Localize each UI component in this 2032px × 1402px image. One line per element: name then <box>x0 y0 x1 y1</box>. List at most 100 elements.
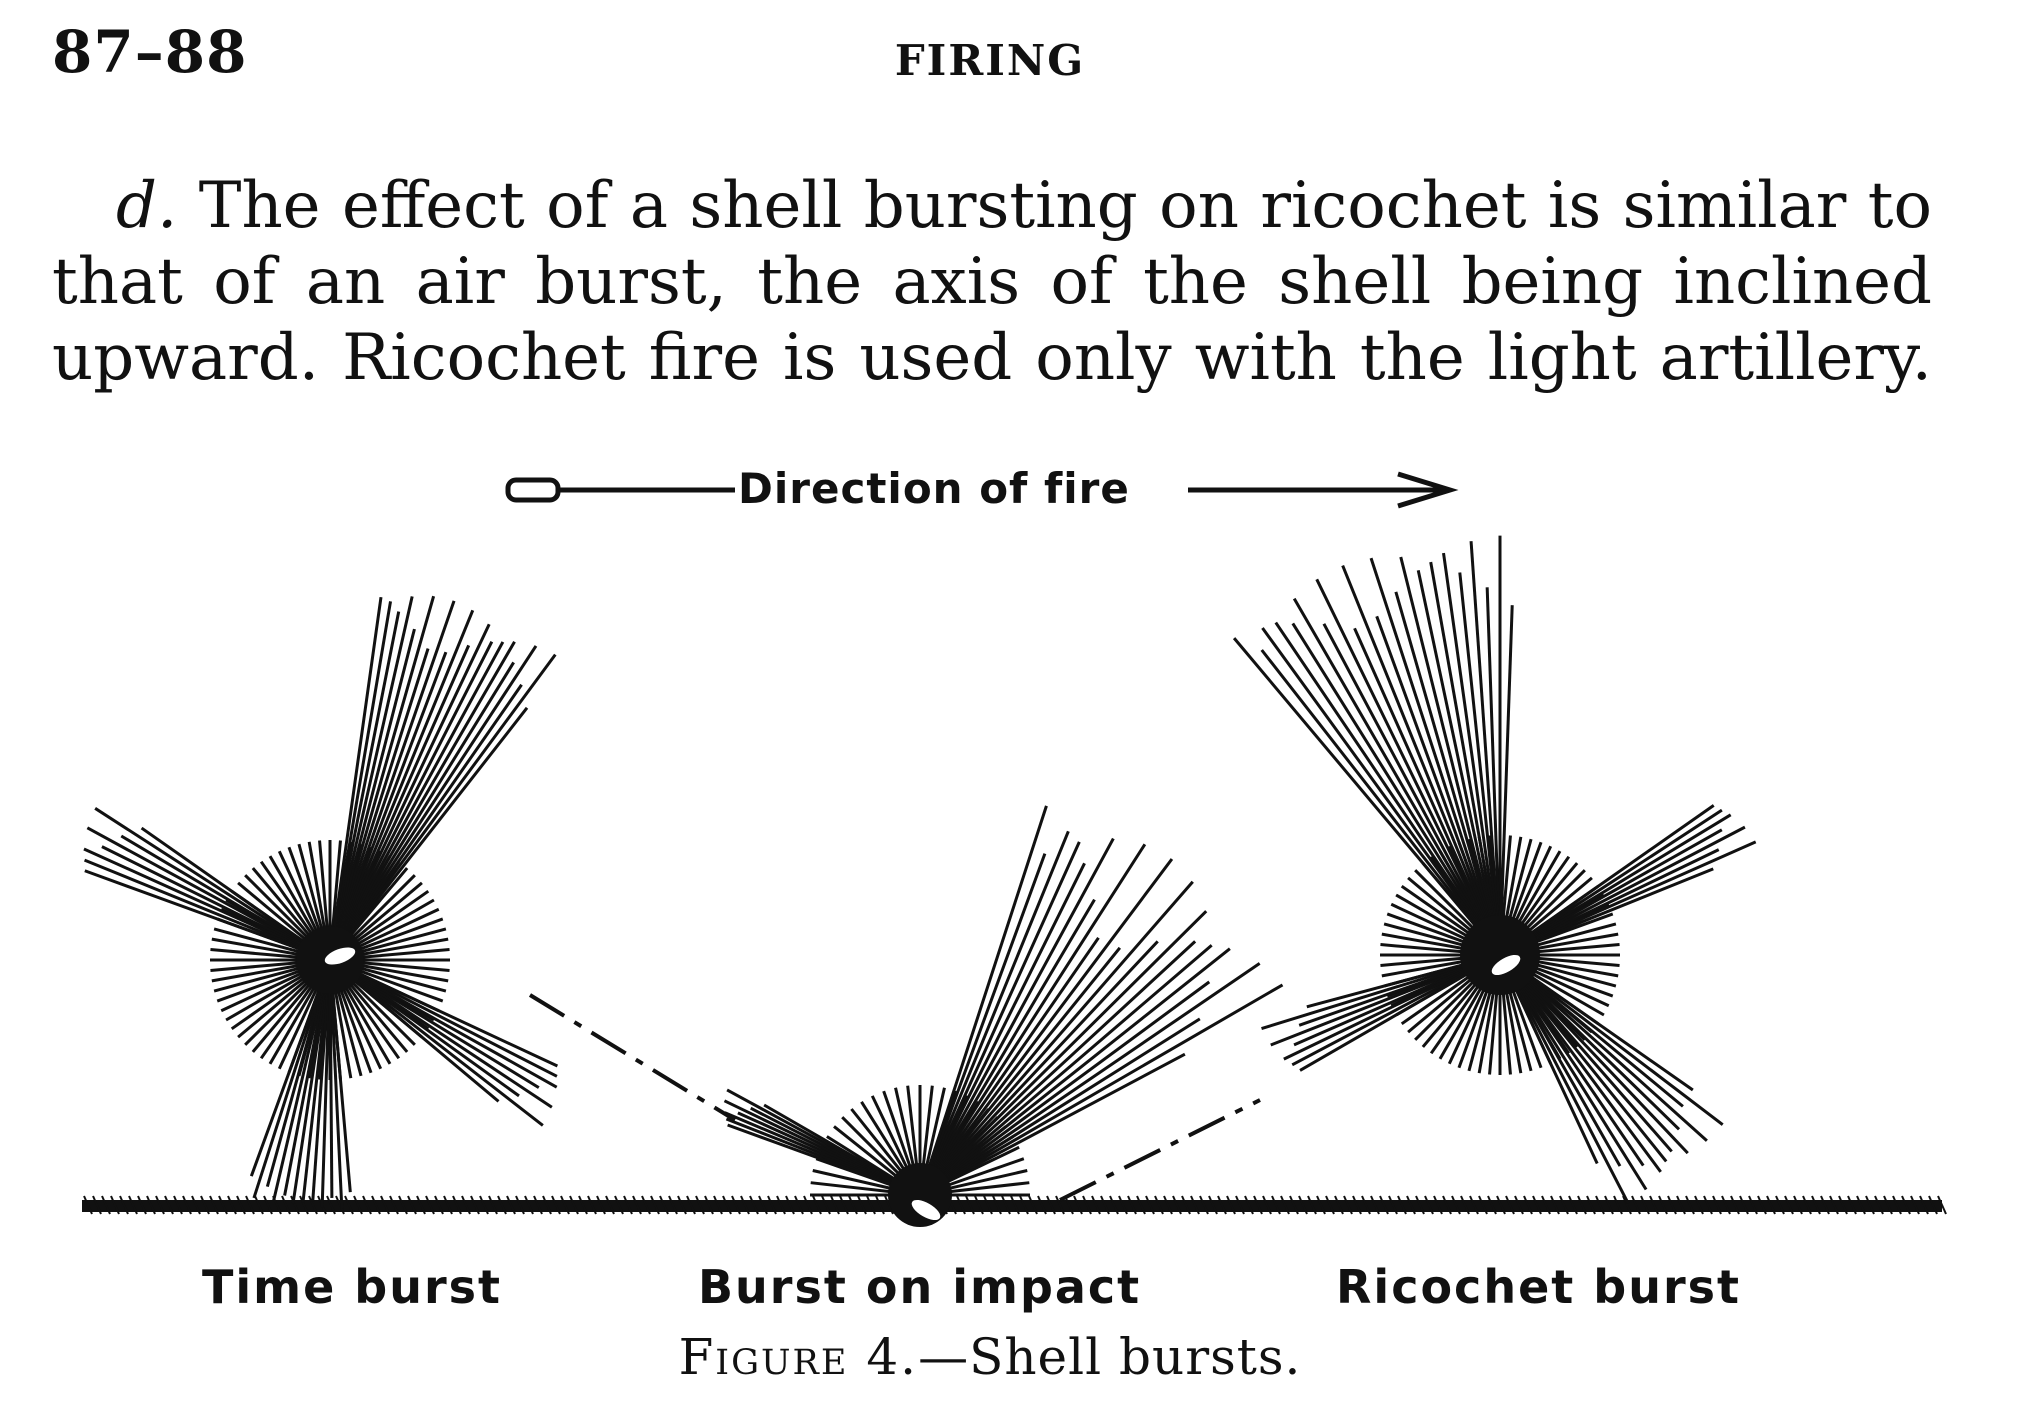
burst-ray <box>328 601 393 961</box>
burst-ray <box>919 980 1211 1197</box>
burst-ray <box>992 1195 1002 1215</box>
burst-ray <box>939 1169 1028 1193</box>
ricochet-burst-center <box>1460 915 1540 995</box>
burst-ray <box>329 958 553 1109</box>
burst-ray <box>794 1195 804 1215</box>
burst-ray <box>821 1195 831 1215</box>
burst-ray <box>1343 1195 1353 1215</box>
direction-of-fire-label: Direction of fire <box>738 464 1130 513</box>
burst-ray <box>695 1195 705 1215</box>
ricochet-burst-shell <box>1491 954 1521 976</box>
burst-ray <box>297 843 327 942</box>
burst-ray <box>216 965 312 1003</box>
burst-ray <box>918 898 1096 1196</box>
burst-ray <box>1406 1195 1416 1215</box>
burst-ray <box>938 1157 1025 1190</box>
burst-ray <box>857 1195 867 1215</box>
burst-ray <box>271 959 332 1203</box>
burst-ray <box>524 1195 534 1215</box>
burst-ray <box>839 1195 849 1215</box>
burst-ray <box>211 937 311 959</box>
burst-ray <box>1253 1195 1263 1215</box>
burst-ray <box>1262 1195 1272 1215</box>
burst-ray <box>704 1195 714 1215</box>
burst-ray <box>1172 1195 1182 1215</box>
burst-ray <box>333 978 363 1077</box>
burst-ray <box>328 641 494 961</box>
burst-ray <box>740 1195 750 1215</box>
burst-ray <box>265 959 332 1188</box>
burst-ray <box>1721 1195 1731 1215</box>
burst-ray <box>1208 1195 1218 1215</box>
burst-ray <box>1514 1195 1524 1215</box>
burst-ray <box>461 1195 471 1215</box>
burst-ray <box>213 927 312 957</box>
burst-ray <box>1757 1195 1767 1215</box>
burst-ray <box>328 959 352 1193</box>
burst-ray <box>1685 1195 1695 1215</box>
burst-ray <box>343 973 416 1046</box>
burst-ray <box>1322 623 1502 956</box>
burst-ray <box>668 1195 678 1215</box>
burst-ray <box>337 977 383 1070</box>
burst-ray <box>918 880 1194 1196</box>
burst-ray <box>249 959 332 1177</box>
burst-ray <box>1429 561 1502 956</box>
burst-ray <box>218 1195 228 1215</box>
running-head: FIRING <box>894 36 1086 85</box>
burst-ray <box>918 910 1208 1197</box>
burst-ray <box>1577 1195 1587 1215</box>
burst-ray <box>338 976 392 1065</box>
burst-ray <box>329 958 558 1078</box>
burst-ray <box>301 959 332 1203</box>
figure-caption-text: —Shell bursts. <box>918 1328 1302 1386</box>
burst-ray <box>1019 1195 1029 1215</box>
burst-ray <box>120 834 331 962</box>
burst-ray <box>348 927 447 957</box>
paragraph-lead-letter: d. <box>116 169 178 243</box>
burst-ray <box>1586 1195 1596 1215</box>
burst-ray <box>347 907 440 953</box>
ricochet-burst-rays <box>1232 535 1757 1205</box>
burst-ray <box>866 1195 876 1215</box>
burst-ray <box>328 959 334 1198</box>
burst-ray <box>1498 954 1662 1173</box>
burst-ray <box>452 1195 462 1215</box>
trajectory-line <box>528 993 737 1122</box>
burst-ray <box>1498 954 1668 1163</box>
burst-ray <box>560 1195 570 1215</box>
figure-caption-prefix: Figure 4. <box>678 1328 919 1386</box>
burst-ray <box>1766 1195 1776 1215</box>
burst-ray <box>1498 954 1673 1153</box>
burst-ray <box>479 1195 489 1215</box>
burst-ray <box>605 1195 615 1215</box>
ground-line <box>82 1195 1947 1215</box>
burst-ray <box>1379 1195 1389 1215</box>
burst-ray <box>254 1195 264 1215</box>
burst-ray <box>1394 591 1502 956</box>
burst-ray <box>1244 1195 1254 1215</box>
burst-ray <box>922 1087 946 1176</box>
burst-ray <box>299 1195 309 1215</box>
burst-ray <box>1451 1195 1461 1215</box>
burst-ray <box>1499 840 1757 957</box>
burst-ray <box>1730 1195 1740 1215</box>
burst-ray <box>371 1195 381 1215</box>
burst-ray <box>713 1195 723 1215</box>
burst-ray <box>1469 1195 1479 1215</box>
burst-ray <box>918 843 1147 1196</box>
burst-ray <box>84 869 331 962</box>
burst-ray <box>1274 621 1502 956</box>
burst-ray <box>1217 1195 1227 1215</box>
burst-ray <box>1055 1195 1065 1215</box>
burst-ray <box>833 1125 906 1184</box>
burst-ray <box>632 1195 642 1215</box>
burst-ray <box>875 1195 885 1215</box>
burst-ray <box>328 596 414 961</box>
burst-ray <box>812 1195 822 1215</box>
burst-ray <box>348 965 444 1003</box>
burst-ray <box>380 1195 390 1215</box>
burst-ray <box>1498 953 1681 1131</box>
burst-ray <box>1341 565 1502 956</box>
burst-ray <box>1498 605 1514 956</box>
